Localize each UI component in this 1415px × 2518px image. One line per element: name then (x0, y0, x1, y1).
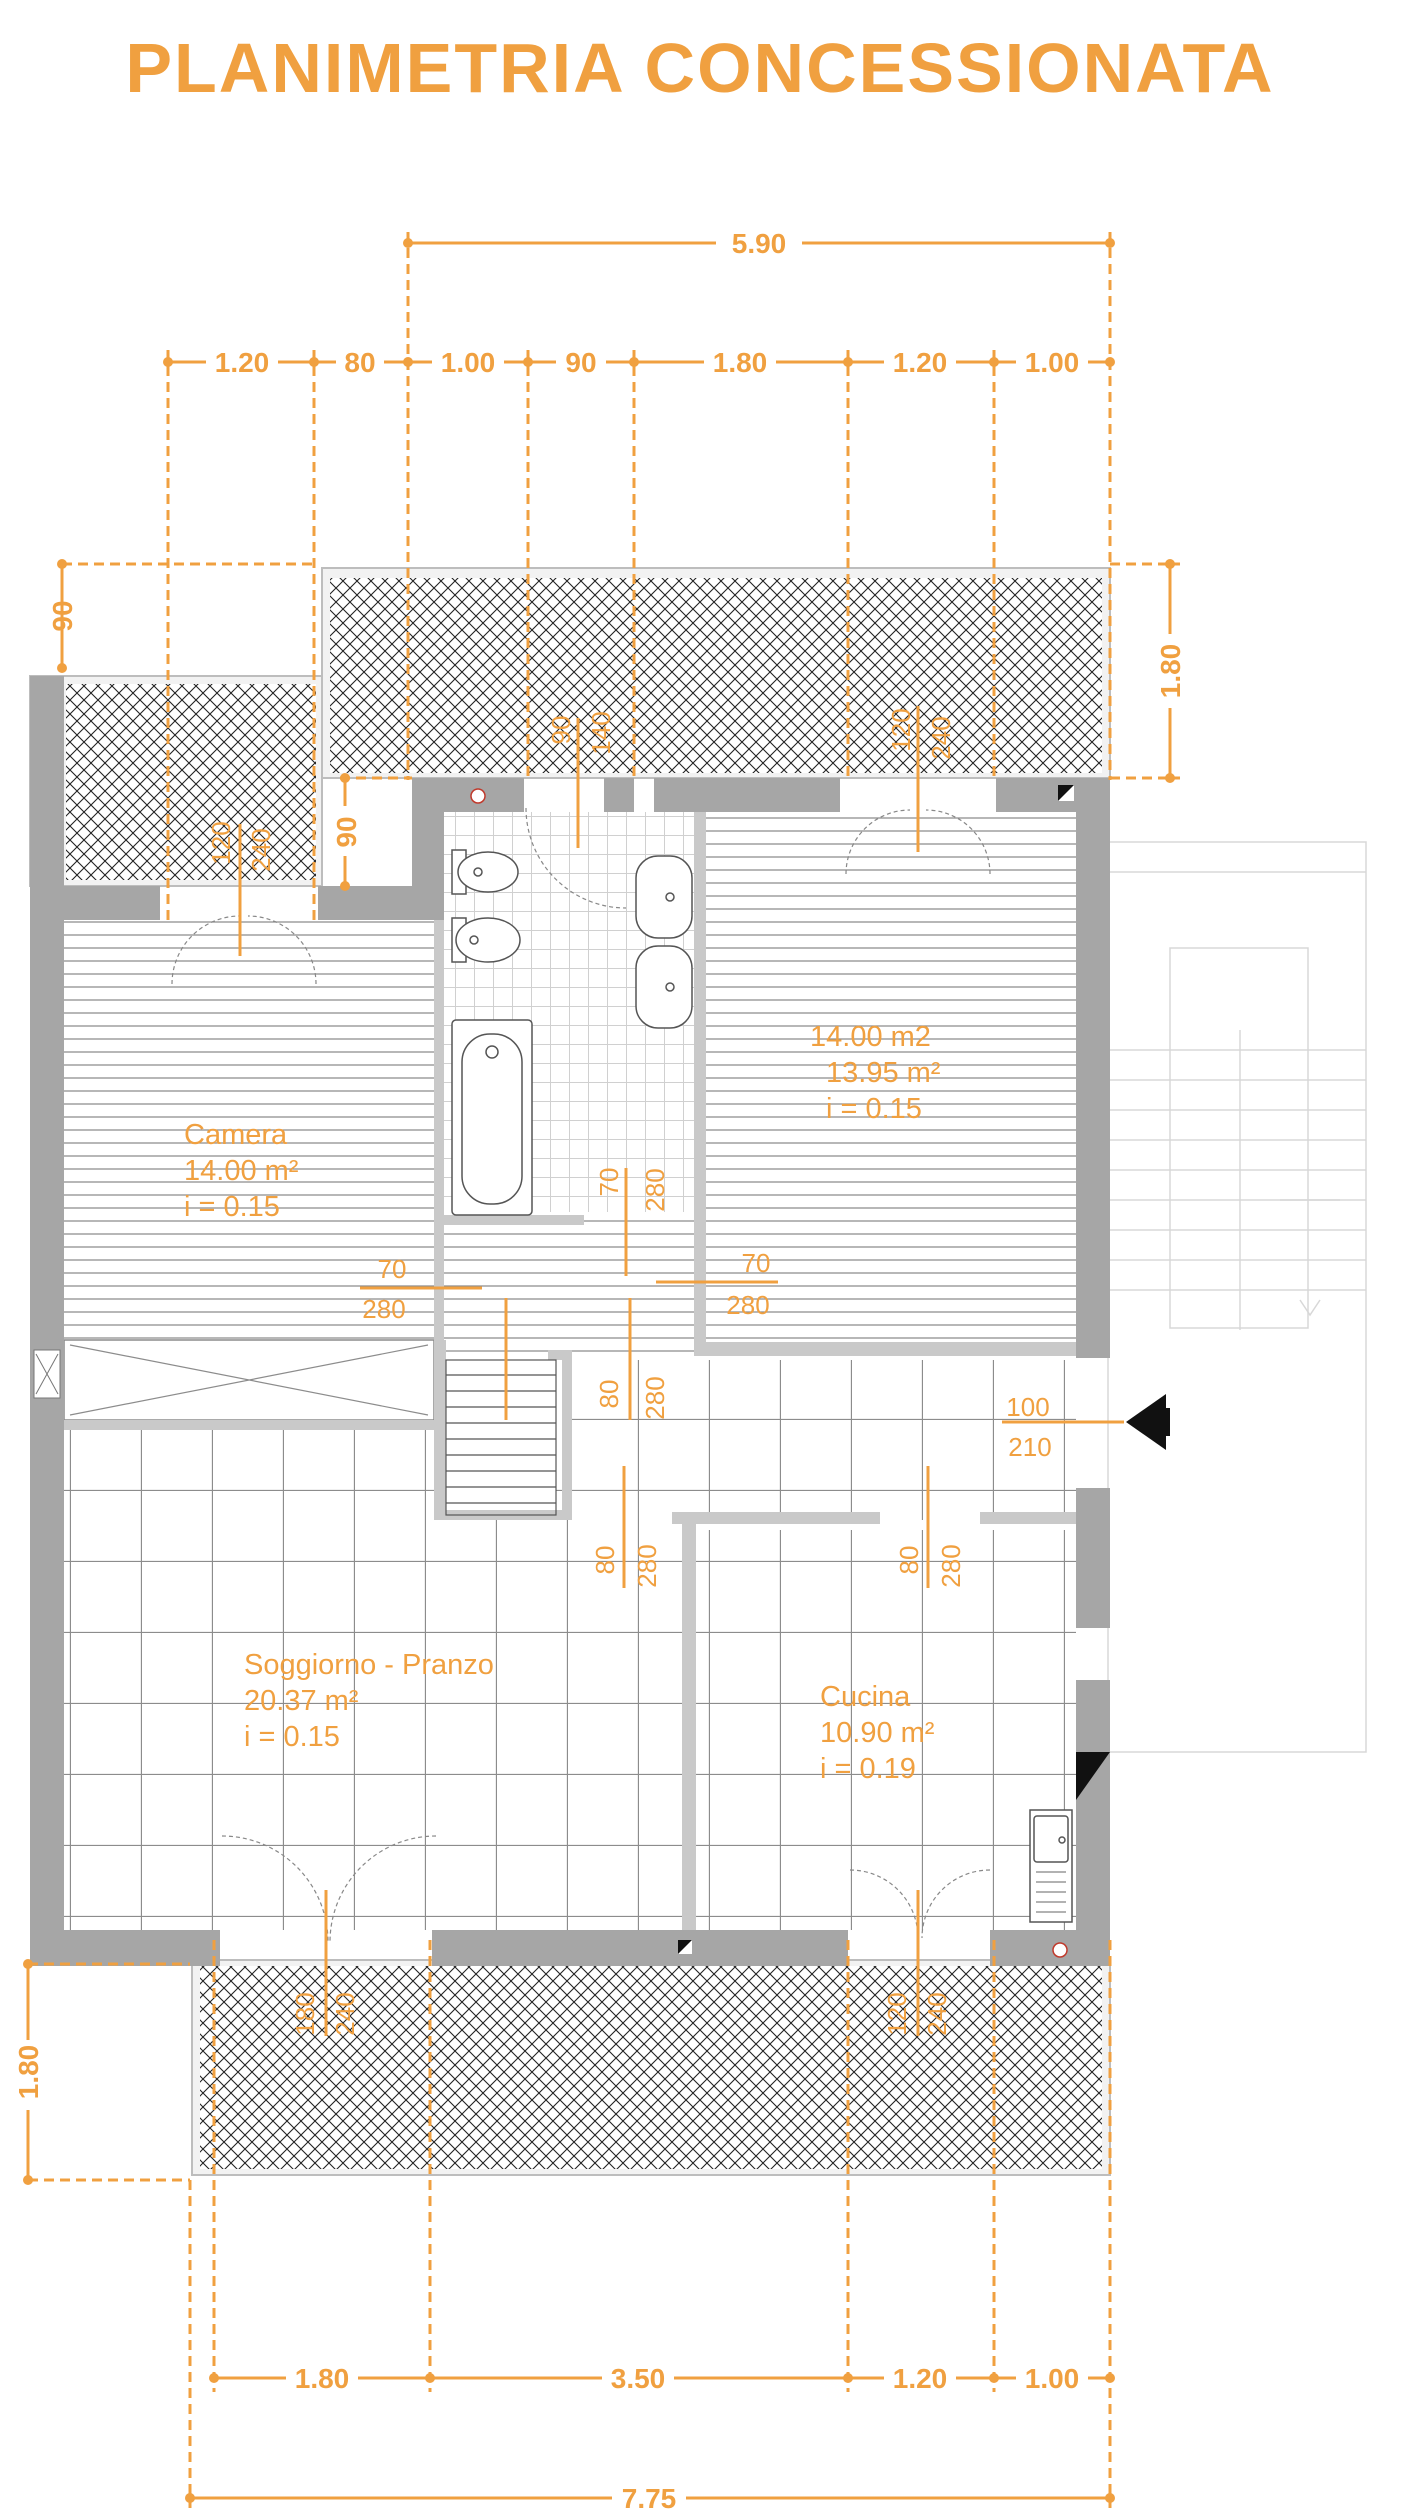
room-camera-area: 14.00 m² (184, 1155, 299, 1187)
opening-living-window-b: 240 (330, 1992, 360, 2035)
dim-top-seg-1: 1.20 (215, 347, 270, 378)
floors (63, 812, 1076, 1930)
staircase-icon (445, 1359, 557, 1516)
opening-bedroom1-window-b: 240 (246, 828, 276, 871)
sink-icon (635, 855, 693, 1029)
room-camera2-slope: i = 0.15 (826, 1093, 922, 1125)
opening-door-bath-a: 70 (594, 1168, 624, 1197)
dim-top-seg-3: 1.00 (441, 347, 496, 378)
bidet-icon (451, 849, 519, 895)
opening-door-hall-a: 80 (594, 1380, 624, 1409)
opening-door-living-a: 80 (590, 1546, 620, 1575)
dim-top-seg-4: 90 (565, 347, 596, 378)
dimension-ticks (23, 238, 1175, 2503)
terrace-top (321, 567, 1111, 779)
opening-kitchen-window-a: 120 (882, 1992, 912, 2035)
opening-bath-window-a: 90 (546, 716, 576, 745)
terrace-bottom (191, 1959, 1111, 2176)
room-soggiorno-slope: i = 0.15 (244, 1721, 340, 1753)
page-title: PLANIMETRIA CONCESSIONATA (125, 29, 1274, 107)
room-camera2-area-b: 13.95 m² (826, 1057, 941, 1089)
adjacent-staircase-outline (1107, 841, 1367, 1753)
dim-bottom-seg-1: 1.80 (295, 2363, 350, 2394)
room-camera-slope: i = 0.15 (184, 1191, 280, 1223)
opening-door-bath-b: 280 (640, 1168, 670, 1211)
room-camera2-area-a: 14.00 m2 (810, 1021, 931, 1053)
opening-door-kitchen-a: 80 (894, 1546, 924, 1575)
dim-top-seg-6: 1.20 (893, 347, 948, 378)
opening-living-window-a: 180 (290, 1992, 320, 2035)
dim-bottom-total: 7.75 (622, 2483, 677, 2514)
room-cucina-slope: i = 0.19 (820, 1753, 916, 1785)
dim-top-seg-5: 1.80 (713, 347, 768, 378)
opening-kitchen-window-b: 240 (922, 1992, 952, 2035)
wall-markers (470, 785, 1110, 1958)
dim-balcony-left: 90 (331, 816, 362, 847)
opening-bedroom2-window-a: 120 (886, 708, 916, 751)
opening-door-bedroom2-a: 70 (742, 1248, 771, 1278)
room-cucina-name: Cucina (820, 1681, 911, 1713)
opening-door-bedroom2-b: 280 (726, 1290, 769, 1320)
dim-top-seg-7: 1.00 (1025, 347, 1080, 378)
dim-left-bottom: 1.80 (13, 2045, 44, 2100)
opening-bedroom1-window-a: 120 (206, 821, 236, 864)
opening-entry-a: 100 (1006, 1392, 1049, 1422)
kitchen-sink-icon (1029, 1809, 1073, 1923)
dim-top-seg-2: 80 (344, 347, 375, 378)
bathtub-icon (451, 1019, 533, 1216)
dim-bottom-seg-4: 1.00 (1025, 2363, 1080, 2394)
dim-bottom-seg-2: 3.50 (611, 2363, 666, 2394)
room-soggiorno-name: Soggiorno - Pranzo (244, 1649, 494, 1681)
opening-door-bedroom1-a: 70 (378, 1254, 407, 1284)
opening-bedroom2-window-b: 240 (926, 716, 956, 759)
entrance-arrow-icon-tail (1150, 1408, 1170, 1436)
opening-door-hall-b: 280 (640, 1376, 670, 1419)
dim-bottom-seg-3: 1.20 (893, 2363, 948, 2394)
terrace-top-left (29, 675, 323, 887)
opening-door-bedroom1-b: 280 (362, 1294, 405, 1324)
walls (30, 676, 1110, 1966)
room-camera-name: Camera (184, 1119, 288, 1151)
dim-left-top: 90 (47, 600, 78, 631)
opening-door-kitchen-b: 280 (936, 1544, 966, 1587)
opening-bath-window-b: 140 (586, 711, 616, 754)
room-soggiorno-area: 20.37 m² (244, 1685, 359, 1717)
toilet-icon (451, 917, 521, 963)
dim-right-top: 1.80 (1155, 644, 1186, 699)
dim-top-total: 5.90 (732, 228, 787, 259)
opening-door-living-b: 280 (632, 1544, 662, 1587)
opening-entry-b: 210 (1008, 1432, 1051, 1462)
room-cucina-area: 10.90 m² (820, 1717, 935, 1749)
